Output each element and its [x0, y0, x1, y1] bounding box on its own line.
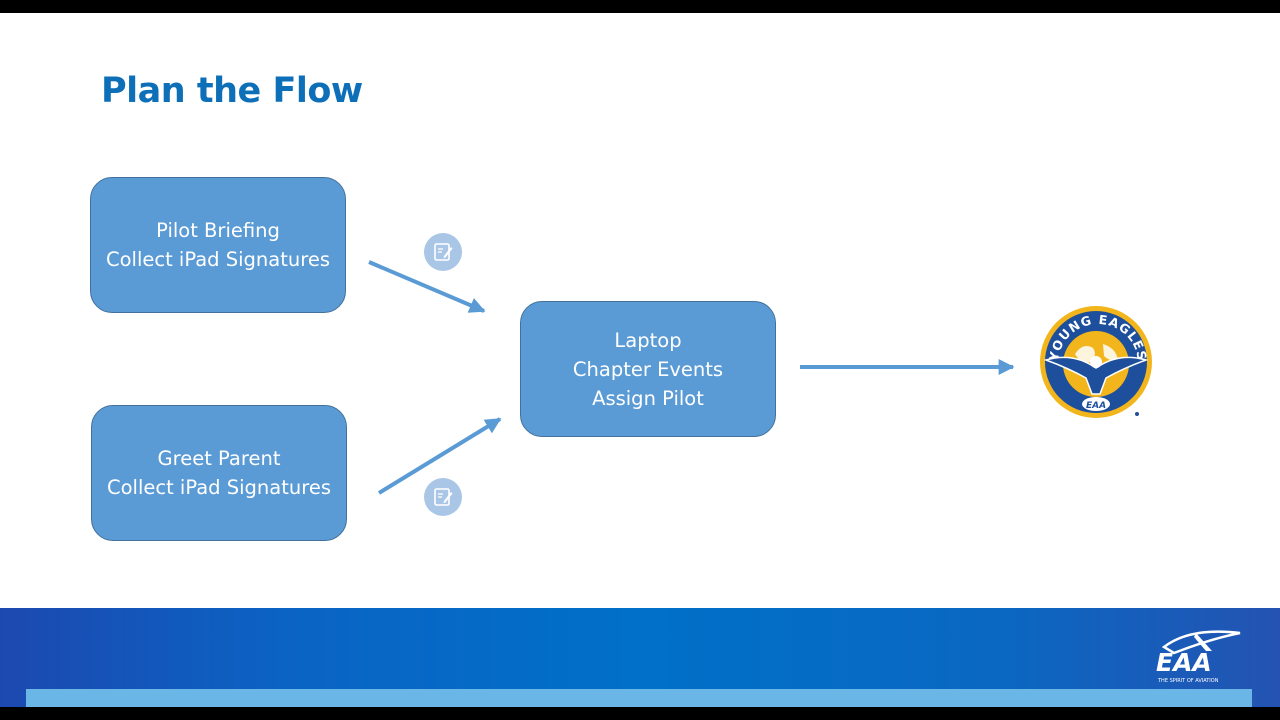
young-eagles-logo: YOUNG EAGLES EAA	[1040, 306, 1152, 418]
edit-document-icon	[424, 233, 462, 271]
slide: Plan the Flow Pilot Briefing Collect iPa…	[0, 13, 1280, 707]
edit-document-icon	[424, 478, 462, 516]
box-label: Assign Pilot	[592, 386, 704, 410]
box-label: Laptop	[614, 328, 682, 352]
box-label: Pilot Briefing	[156, 219, 280, 242]
arrow-briefing-to-laptop	[368, 260, 486, 313]
box-label: Collect iPad Signatures	[106, 476, 331, 499]
eaa-mark: EAA	[1156, 648, 1212, 677]
box-pilot-briefing: Pilot Briefing Collect iPad Signatures	[90, 177, 346, 313]
box-label: Collect iPad Signatures	[105, 248, 330, 271]
arrow-greet-to-laptop	[377, 417, 502, 495]
young-eagles-center-text: EAA	[1086, 401, 1106, 411]
box-laptop: Laptop Chapter Events Assign Pilot	[520, 301, 776, 437]
eaa-tagline: THE SPIRIT OF AVIATION	[1157, 678, 1219, 684]
flow-arrows	[368, 260, 1015, 495]
box-greet-parent: Greet Parent Collect iPad Signatures	[91, 405, 347, 541]
box-label: Greet Parent	[157, 447, 281, 470]
eaa-logo: EAA THE SPIRIT OF AVIATION	[1156, 630, 1241, 684]
slide-title: Plan the Flow	[101, 71, 363, 111]
box-label: Chapter Events	[572, 357, 724, 381]
footer-accent-strip	[26, 689, 1252, 707]
